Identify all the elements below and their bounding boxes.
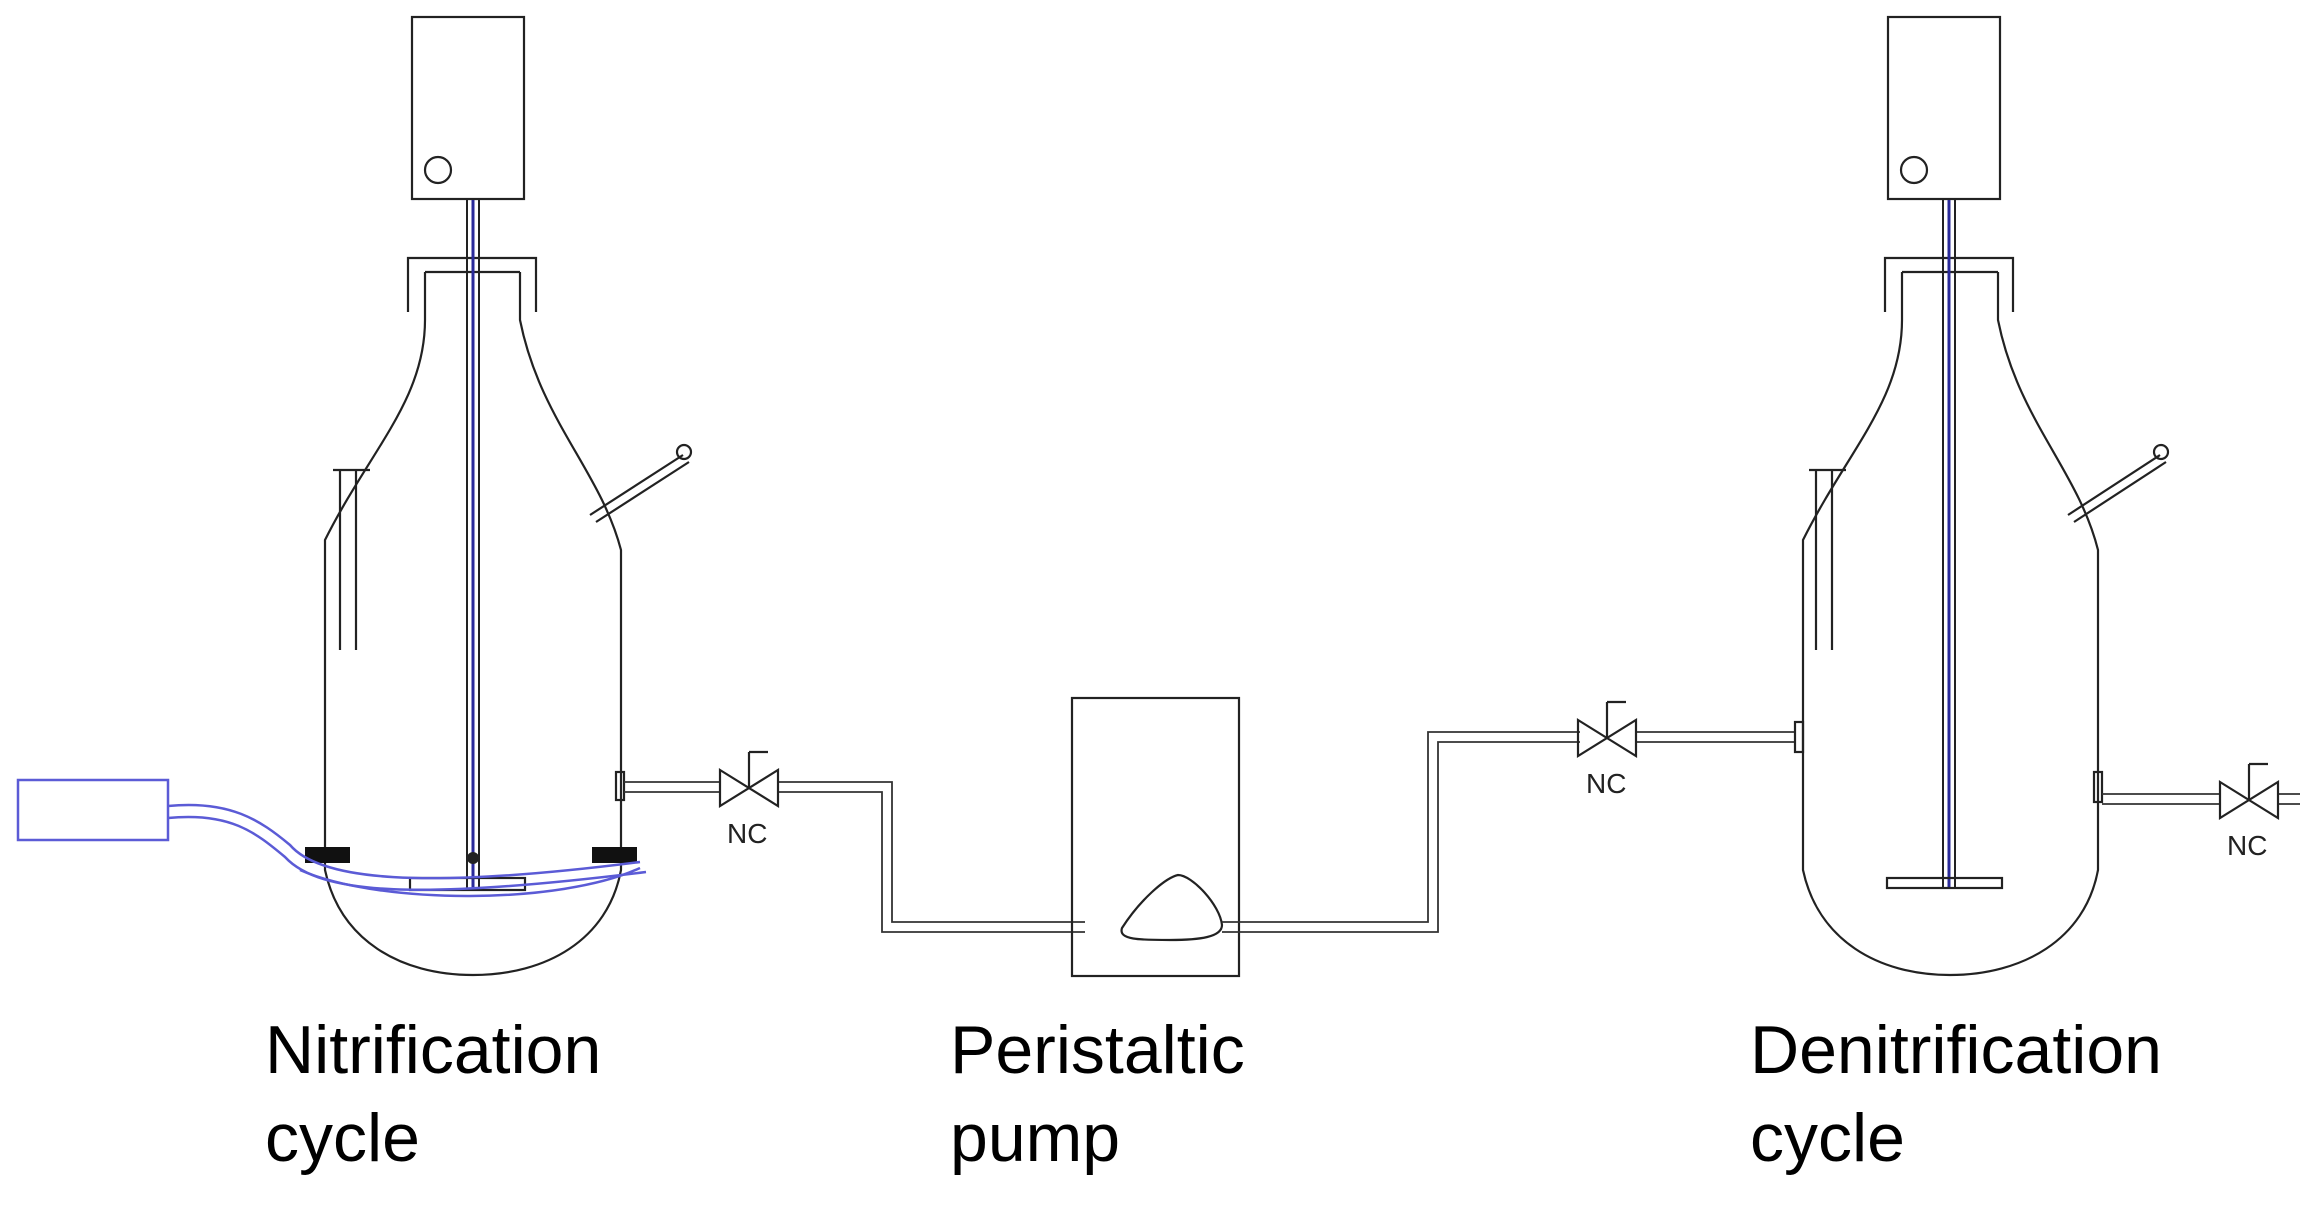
valve-label: NC xyxy=(1586,768,1626,799)
side-port xyxy=(1809,468,1846,650)
reactor-vessel xyxy=(323,272,623,977)
stirrer-motor-icon xyxy=(410,15,526,201)
solenoid-valve-icon: NC xyxy=(2218,762,2280,861)
reactor-vessel xyxy=(1801,272,2100,977)
valve-label: NC xyxy=(727,818,767,849)
inlet-stub xyxy=(1793,720,1805,754)
peristaltic-pump-icon xyxy=(1070,696,1241,978)
pipe-right-outlet xyxy=(2102,793,2300,805)
pump-label: Peristaltic pump xyxy=(950,1012,1245,1176)
support-block xyxy=(305,847,350,863)
stirrer-motor-icon xyxy=(1886,15,2002,201)
side-port xyxy=(333,468,370,650)
pipe-pump-to-right xyxy=(1222,731,1795,933)
denitrification-reactor xyxy=(1793,15,2170,977)
solenoid-valve-icon: NC xyxy=(718,750,780,849)
nitrification-reactor xyxy=(305,15,693,977)
support-block xyxy=(592,847,637,863)
stirrer-shaft xyxy=(1885,200,2004,890)
outlet-stub xyxy=(614,770,626,802)
nitrification-label: Nitrification cycle xyxy=(265,1012,602,1176)
solenoid-valve-icon: NC xyxy=(1576,700,1638,799)
denitrification-label: Denitrification cycle xyxy=(1750,1012,2162,1176)
probe-meter-icon xyxy=(16,778,647,898)
angled-port xyxy=(2067,443,2170,523)
angled-port xyxy=(589,443,693,523)
outlet-stub xyxy=(2092,770,2104,804)
valve-label: NC xyxy=(2227,830,2267,861)
stirrer-shaft xyxy=(408,200,527,892)
pipe-left-to-pump xyxy=(624,781,1085,933)
